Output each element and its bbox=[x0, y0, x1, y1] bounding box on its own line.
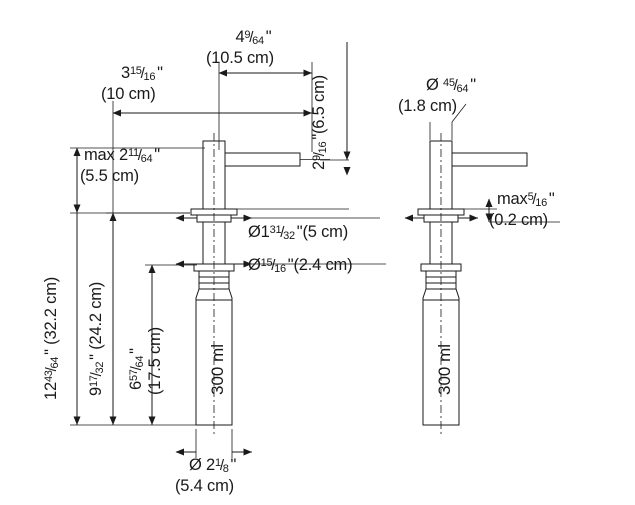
dim-max-head-height-label: max 211/64" (5.5 cm) bbox=[80, 146, 160, 186]
dim-total-height-metric: (32.2 cm) bbox=[42, 276, 60, 345]
dim-spout-length-imperial: 49/64" bbox=[235, 28, 272, 47]
dim-spout-length-metric: (10.5 cm) bbox=[206, 49, 274, 67]
volume-label-left: 300 ml bbox=[208, 343, 227, 395]
dim-max-deck-thickness-metric: (0.2 cm) bbox=[489, 211, 548, 229]
dim-spout-height-metric: (6.5 cm) bbox=[310, 75, 328, 134]
dim-head-diameter-imperial: Ø 45/64" bbox=[426, 76, 476, 95]
dim-spout-height-imperial: 29/16" bbox=[310, 134, 329, 170]
dim-bottle-diameter-metric: (5.4 cm) bbox=[175, 477, 234, 495]
dim-spout-reach-label: 315/16" (10 cm) bbox=[101, 64, 163, 104]
dim-bottle-height-metric-label: (17.5 cm) bbox=[146, 327, 165, 395]
dim-spout-reach-imperial: 315/16" bbox=[121, 64, 163, 83]
dim-total-height-label: 1243/64" (32.2 cm) bbox=[42, 277, 63, 400]
dim-total-height-imperial: 1243/64" bbox=[42, 349, 61, 400]
dim-head-diameter-label: Ø 45/64" (1.8 cm) bbox=[398, 76, 476, 116]
dim-max-head-height-metric: (5.5 cm) bbox=[80, 167, 139, 185]
dim-below-deck-height-label: 917/32" (24.2 cm) bbox=[87, 282, 108, 396]
dim-spout-height-label: 29/16"(6.5 cm) bbox=[310, 75, 331, 170]
dim-bottle-height-imperial: 657/64" bbox=[127, 348, 146, 390]
dim-max-deck-thickness-imperial: max5/16" bbox=[497, 190, 555, 209]
dim-flange-diameter-symbol: Ø bbox=[248, 223, 261, 241]
dim-bottle-diameter-label: Ø 21/8" (5.4 cm) bbox=[175, 456, 236, 496]
volume-label-right: 300 ml bbox=[435, 343, 454, 395]
right-view-geometry bbox=[417, 133, 528, 436]
dim-below-deck-height-imperial: 917/32" bbox=[87, 354, 106, 396]
dim-max-deck-thickness-label: max5/16" (0.2 cm) bbox=[489, 190, 555, 230]
dim-flange-diameter-label: Ø131/32"(5 cm) bbox=[248, 223, 348, 242]
left-view-geometry bbox=[190, 133, 330, 436]
dim-below-deck-height-metric: (24.2 cm) bbox=[87, 281, 105, 350]
dim-head-diameter-metric: (1.8 cm) bbox=[398, 97, 457, 115]
dim-bottle-diameter-imperial: Ø 21/8" bbox=[189, 456, 237, 475]
dim-shank-diameter-symbol: Ø bbox=[248, 256, 261, 274]
dim-spout-reach-metric: (10 cm) bbox=[101, 85, 156, 103]
dim-bottle-height-label: 657/64" bbox=[127, 348, 148, 390]
dim-max-head-height-imperial: max 211/64" bbox=[84, 146, 160, 165]
dim-shank-diameter-metric: (2.4 cm) bbox=[293, 256, 353, 274]
dim-bottle-height-metric: (17.5 cm) bbox=[146, 327, 164, 395]
dimension-lines bbox=[70, 42, 560, 458]
dim-shank-diameter-label: Ø15/16"(2.4 cm) bbox=[248, 256, 353, 275]
dim-spout-length-label: 49/64" (10.5 cm) bbox=[206, 28, 274, 68]
dim-flange-diameter-metric: (5 cm) bbox=[302, 223, 348, 241]
